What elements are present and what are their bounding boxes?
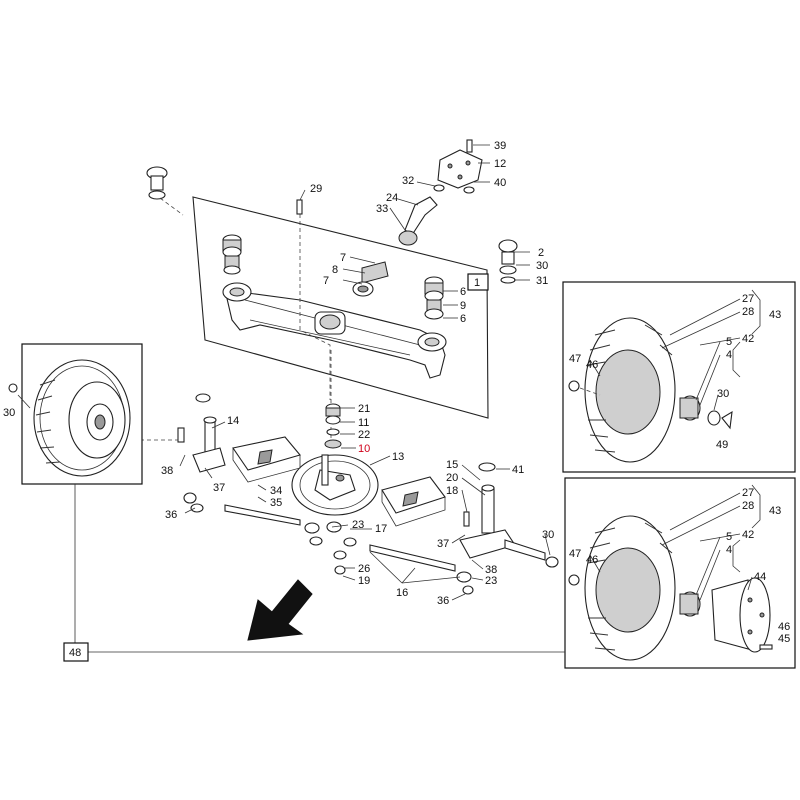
callout-27-top: 27	[742, 293, 754, 305]
callout-42-bottom: 42	[742, 529, 754, 541]
front-axle-beam	[222, 282, 447, 379]
callout-48: 48	[69, 647, 81, 659]
callout-43-bottom: 43	[769, 505, 781, 517]
callout-46-bottom: 46	[586, 554, 598, 566]
callout-41: 41	[512, 464, 524, 476]
forward-direction-arrow	[247, 579, 313, 641]
callout-4-top: 4	[726, 349, 732, 361]
callout-43-top: 43	[769, 309, 781, 321]
callout-40: 40	[494, 177, 506, 189]
callout-14: 14	[227, 415, 239, 427]
callout-28-top: 28	[742, 306, 754, 318]
kit-48-connector	[63, 484, 565, 662]
friction-pad-left	[232, 436, 301, 483]
callout-47-top: 47	[569, 353, 581, 365]
callout-9: 9	[460, 300, 466, 312]
callout-2: 2	[538, 247, 544, 259]
callout-35: 35	[270, 497, 282, 509]
callout-21: 21	[358, 403, 370, 415]
right-spindle	[459, 462, 559, 568]
link-bracket-24	[398, 196, 438, 246]
callout-23-right: 23	[485, 575, 497, 587]
callout-20: 20	[446, 472, 458, 484]
rear-wheel-box-top	[562, 281, 796, 473]
steering-plate	[291, 454, 379, 516]
callout-19: 19	[358, 575, 370, 587]
callout-30-left-wheel: 30	[3, 407, 15, 419]
callout-7-upper: 7	[340, 252, 346, 264]
callout-29: 29	[310, 183, 322, 195]
callout-30-top: 30	[536, 260, 548, 272]
left-wheel-box	[8, 343, 143, 485]
callout-15: 15	[446, 459, 458, 471]
axle-carrier-panel	[192, 196, 489, 419]
callout-39: 39	[494, 140, 506, 152]
callout-5-bottom: 5	[726, 531, 732, 543]
callout-37-left: 37	[213, 482, 225, 494]
callout-36-left: 36	[165, 509, 177, 521]
callout-8: 8	[332, 264, 338, 276]
top-bracket-plate	[433, 139, 483, 194]
callout-31: 31	[536, 275, 548, 287]
callout-17: 17	[375, 523, 387, 535]
callout-labels: 39 12 40 32 24 33 29 2 30 31 1 7 8 7 6 9…	[3, 140, 790, 659]
callout-34: 34	[270, 485, 282, 497]
callout-24: 24	[386, 192, 398, 204]
callout-6-upper: 6	[460, 286, 466, 298]
callout-22: 22	[358, 429, 370, 441]
center-pivot-bushing	[352, 261, 389, 297]
pivot-bolt-29	[296, 199, 331, 400]
callout-36-right: 36	[437, 595, 449, 607]
callout-12: 12	[494, 158, 506, 170]
tie-rod-right	[326, 521, 474, 595]
friction-pad-right	[381, 476, 446, 527]
callout-6-lower: 6	[460, 313, 466, 325]
callout-4-bottom: 4	[726, 544, 732, 556]
callout-45: 45	[778, 633, 790, 645]
callout-11: 11	[358, 417, 369, 429]
callout-7-lower: 7	[323, 275, 329, 287]
right-bushing-stack	[424, 276, 444, 320]
callout-38-right: 38	[485, 564, 497, 576]
cap-nut-left	[146, 166, 184, 216]
callout-46-top: 46	[586, 359, 598, 371]
left-spindle	[140, 393, 226, 473]
rear-wheel-box-bottom	[564, 477, 796, 669]
cap-nut-right	[498, 239, 518, 284]
callout-26: 26	[358, 563, 370, 575]
leader-lines	[17, 144, 761, 601]
center-washer-stack	[324, 403, 342, 449]
callout-18: 18	[446, 485, 458, 497]
callout-28-bottom: 28	[742, 500, 754, 512]
callout-44: 44	[754, 571, 766, 583]
tie-rod-left	[183, 492, 323, 546]
callout-13: 13	[392, 451, 404, 463]
carrier-tag-1	[467, 273, 489, 291]
callout-30-right: 30	[542, 529, 554, 541]
callout-1: 1	[474, 277, 480, 289]
callout-30-top-wheel: 30	[717, 388, 729, 400]
callout-5-top: 5	[726, 336, 732, 348]
callout-37-right: 37	[437, 538, 449, 550]
callout-27-bottom: 27	[742, 487, 754, 499]
callout-33: 33	[376, 203, 388, 215]
callout-49: 49	[716, 439, 728, 451]
callout-38-left: 38	[161, 465, 173, 477]
callout-47-bottom: 47	[569, 548, 581, 560]
callout-23-left: 23	[352, 519, 364, 531]
callout-10: 10	[358, 443, 370, 455]
left-bushing-stack	[222, 234, 242, 275]
callout-46-hub: 46	[778, 621, 790, 633]
callout-42-top: 42	[742, 333, 754, 345]
callout-16: 16	[396, 587, 408, 599]
callout-32: 32	[402, 175, 414, 187]
